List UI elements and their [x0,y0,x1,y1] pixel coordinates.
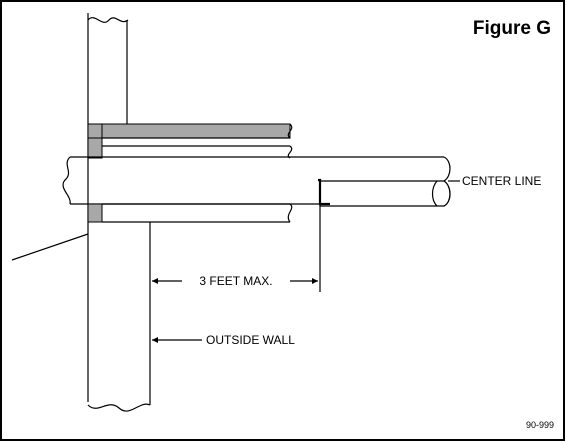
outside-wall-callout: OUTSIDE WALL [152,333,295,347]
max-distance-label: 3 FEET MAX. [199,274,272,288]
center-line-callout: CENTER LINE [448,174,541,188]
center-line-label: CENTER LINE [462,174,541,188]
lower-sleeve [87,203,293,223]
outside-wall-label: OUTSIDE WALL [206,333,295,347]
max-distance-dimension: 3 FEET MAX. [152,274,318,288]
figure-title: Figure G [473,18,551,39]
inner-pipe [318,178,451,292]
upper-sleeve [87,123,293,159]
figure-code: 90-999 [526,420,554,430]
